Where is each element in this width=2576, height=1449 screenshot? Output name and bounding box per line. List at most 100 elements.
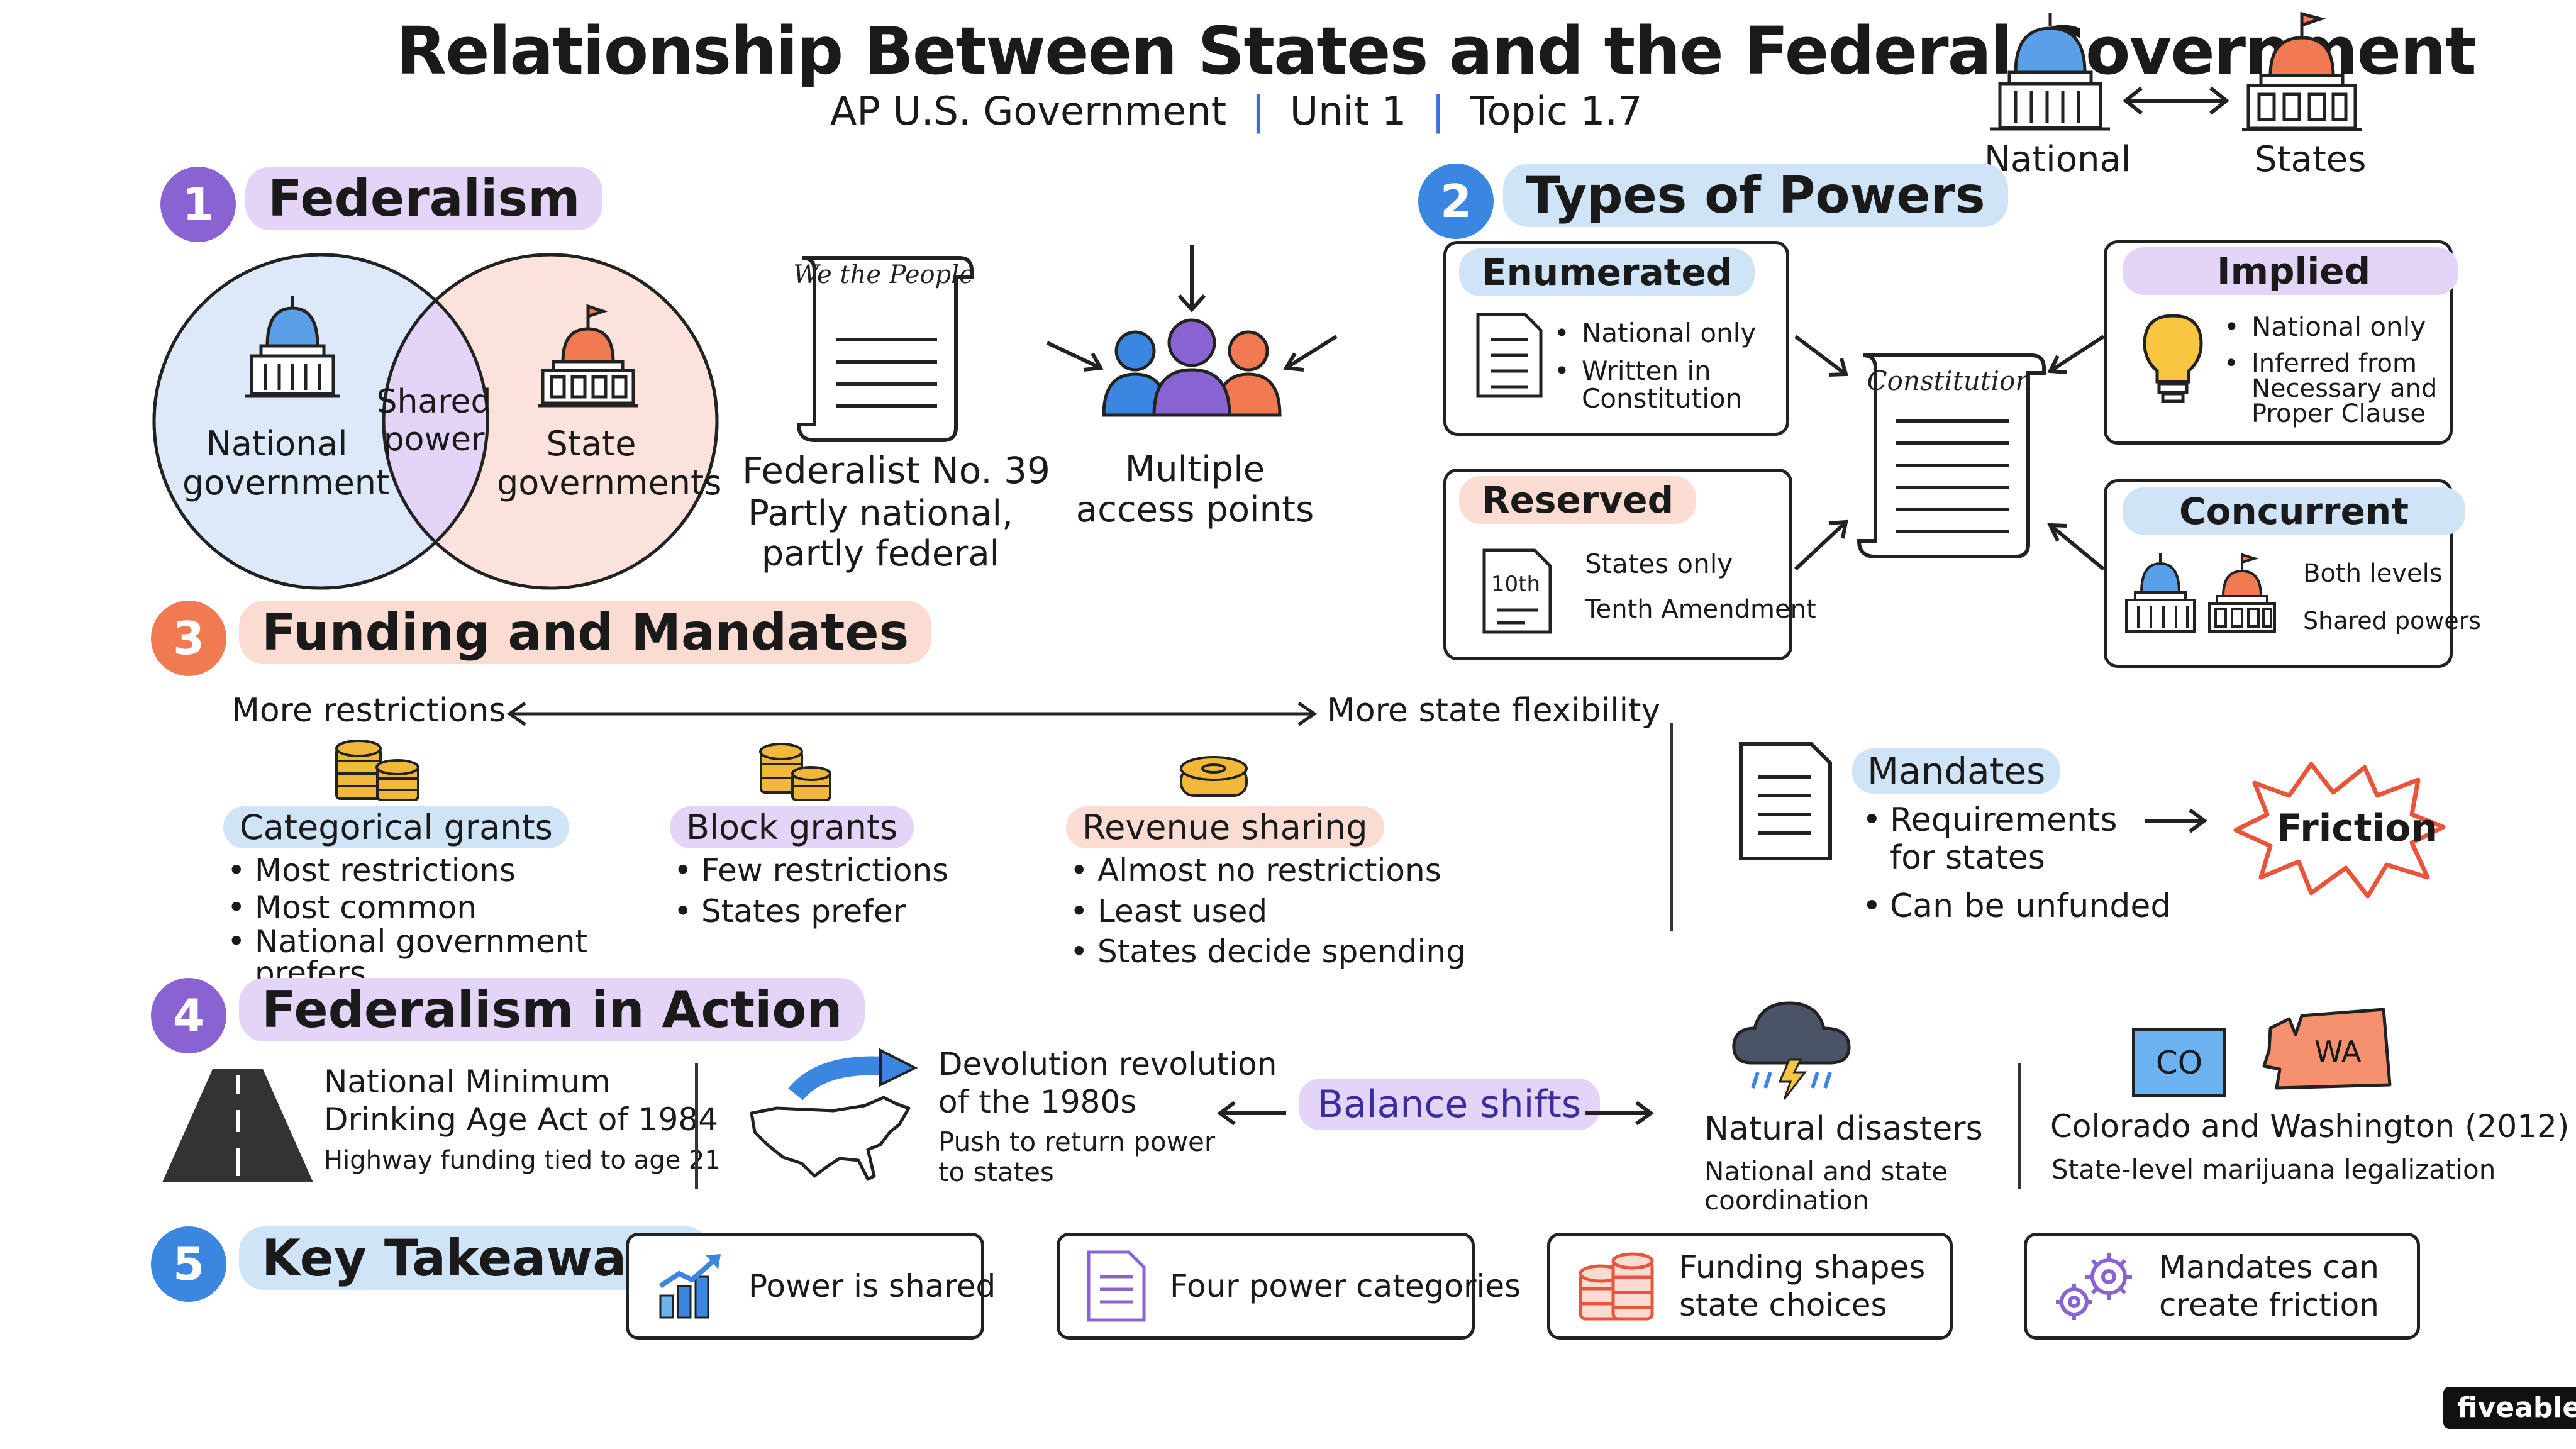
storm-cloud-icon [1732,1001,1851,1100]
more-restrictions-label: More restrictions [231,692,506,730]
devolution-description: Push to return power to states [938,1126,1216,1188]
road-icon [162,1069,313,1182]
categorical-item: Most common [223,889,587,926]
takeaway-text: Four power categories [1170,1268,1521,1304]
federalist-39-title: Federalist No. 39 [742,449,1050,492]
friction-label: Friction [2277,806,2438,850]
reserved-title: Reserved [1459,476,1697,524]
document-icon [1087,1250,1146,1322]
friction-burst-icon [2233,762,2446,899]
block-item: States prefer [670,893,948,930]
scroll-text: We the People [793,260,974,289]
section-5-number: 5 [151,1226,226,1302]
drinking-age-description: Highway funding tied to age 21 [324,1146,721,1175]
takeaway-text: Mandates can create friction [2159,1249,2379,1323]
revenue-sharing-title: Revenue sharing [1066,806,1384,848]
subtitle-topic: Topic 1.7 [1470,88,1643,134]
implied-title: Implied [2123,247,2459,295]
enumerated-item: Written in Constitution [1550,357,1756,413]
federalist-39-description: Partly national, partly federal [748,493,1013,575]
mandates-item: Requirements for states [1858,801,2171,877]
enumerated-item: National only [1550,318,1756,348]
washington-state-icon [2262,1008,2392,1090]
enumerated-document-icon [1476,313,1543,398]
categorical-grants-title: Categorical grants [223,806,569,848]
natural-disasters-description: National and state coordination [1704,1156,1948,1216]
section-4-number: 4 [151,978,226,1053]
page-subtitle: AP U.S. Government | Unit 1 | Topic 1.7 [830,88,1642,134]
venn-state-label: State governments [497,424,722,503]
venn-national-label: National government [182,424,390,503]
takeaway-card: Funding shapes state choices [1547,1233,1953,1340]
categorical-list: Most restrictions Most common National g… [223,852,587,989]
categorical-coins-icon [335,740,419,801]
multiple-access-points-label: Multiple access points [1075,449,1314,531]
people-access-icon [1046,245,1338,417]
section-3-title: Funding and Mandates [239,601,932,664]
states-label: States [2255,139,2367,180]
revenue-item: States decide spending [1066,933,1466,970]
lightbulb-icon [2143,314,2203,403]
concurrent-item: Shared powers [2303,607,2482,635]
drinking-age-title: National Minimum Drinking Age Act of 198… [324,1063,719,1138]
section-divider [1670,723,1673,931]
subtitle-course: AP U.S. Government [830,88,1227,134]
state-government-icon [538,304,638,408]
colorado-state-icon: CO [2132,1028,2226,1097]
mandate-arrow [2145,808,2208,833]
implied-item: National only [2220,311,2437,342]
concurrent-item: Both levels [2303,559,2443,588]
enumerated-title: Enumerated [1459,248,1755,296]
chart-up-icon [658,1254,721,1319]
block-item: Few restrictions [670,852,948,889]
implied-item: Inferred from Necessary and Proper Claus… [2220,351,2437,426]
revenue-item: Almost no restrictions [1066,852,1466,889]
co-wa-title: Colorado and Washington (2012) [2050,1108,2570,1145]
balance-shifts-label: Balance shifts [1299,1079,1601,1130]
subtitle-separator: | [1431,88,1445,134]
constitution-text: Constitution [1867,365,2033,396]
co-wa-description: State-level marijuana legalization [2051,1154,2496,1185]
takeaway-card: Mandates can create friction [2024,1233,2420,1340]
block-coins-icon [759,743,831,801]
us-map-devolution-icon [750,1048,918,1181]
action-divider [695,1063,698,1189]
venn-shared-label: Shared power [376,383,492,458]
section-3-number: 3 [151,601,226,676]
flexibility-spectrum-arrow [506,701,1318,726]
revenue-list: Almost no restrictions Least used States… [1066,852,1466,970]
block-list: Few restrictions States prefer [670,852,948,930]
tenth-badge: 10th [1491,572,1540,597]
coins-icon [1579,1252,1654,1321]
power-arrows [1794,335,2105,571]
federalism-venn-diagram [152,253,719,590]
takeaway-text: Power is shared [748,1268,996,1304]
national-capitol-icon [1990,13,2110,131]
wa-label: WA [2314,1035,2362,1069]
natural-disasters-title: Natural disasters [1704,1110,1983,1148]
national-label: National [1984,139,2131,180]
national-government-icon [245,296,340,398]
revenue-item: Least used [1066,893,1466,930]
section-2-title: Types of Powers [1503,164,2008,227]
implied-list: National only Inferred from Necessary an… [2220,311,2437,426]
subtitle-unit: Unit 1 [1289,88,1407,134]
categorical-item: Most restrictions [223,852,587,889]
section-4-title: Federalism in Action [239,978,865,1041]
section-1-title: Federalism [245,167,603,230]
tenth-amendment-icon: 10th [1482,548,1552,634]
revenue-coin-icon [1180,756,1248,797]
balance-right-arrow [1585,1101,1655,1126]
more-flexibility-label: More state flexibility [1327,692,1661,730]
constitution-scroll-icon: Constitution [1857,353,2046,558]
concurrent-title: Concurrent [2123,487,2465,535]
mandate-document-icon [1739,742,1832,860]
section-2-number: 2 [1418,164,1494,239]
balance-left-arrow [1216,1101,1286,1126]
block-grants-title: Block grants [670,806,914,848]
subtitle-separator: | [1252,88,1265,134]
mandates-title: Mandates [1852,748,2061,794]
federalist-scroll-icon: We the People [793,256,974,442]
section-1-number: 1 [160,167,236,242]
devolution-title: Devolution revolution of the 1980s [938,1046,1277,1120]
